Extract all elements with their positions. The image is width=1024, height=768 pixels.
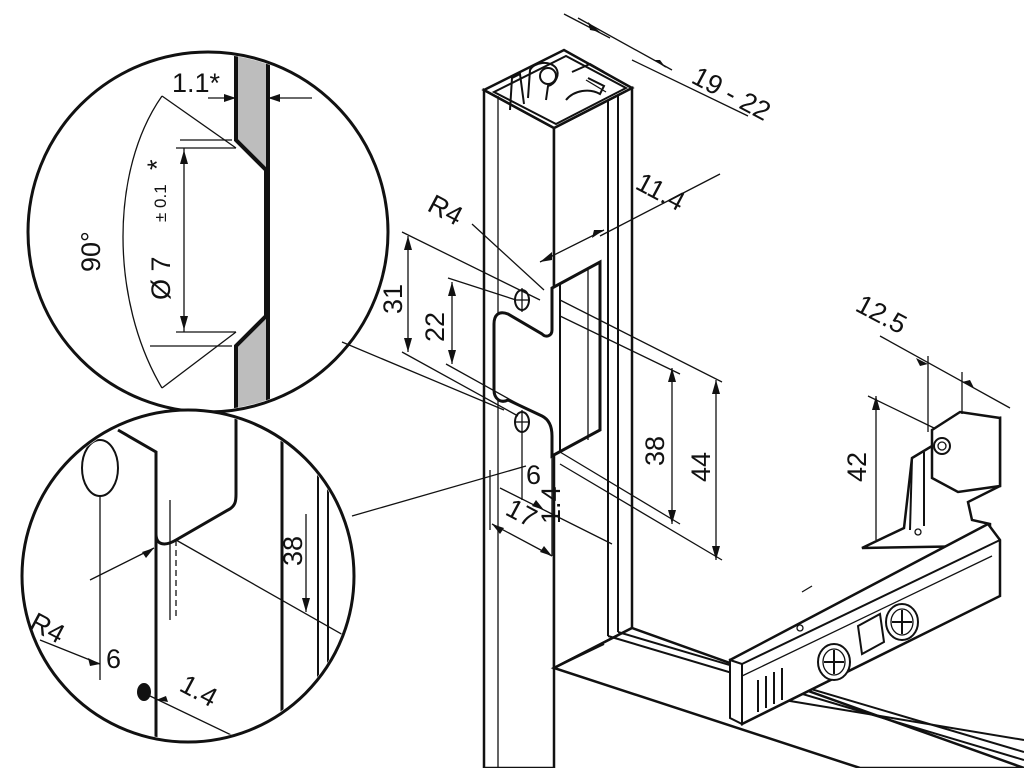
screw-icon: [817, 643, 851, 681]
dim-1-4: 1.4: [536, 486, 566, 524]
detail-38: 38: [278, 536, 308, 566]
hinge-body: [728, 410, 1002, 726]
detail-diameter: Ø 7: [146, 256, 176, 300]
main-dimension-lines: [401, 13, 749, 561]
hinge-dimension-lines: [867, 335, 1011, 540]
dim-r4-main: R4: [423, 189, 468, 232]
dim-22: 22: [420, 312, 450, 342]
detail-circle-bottom: [20, 408, 356, 744]
dim-6: 6: [526, 460, 541, 490]
detail-leader-bottom: [351, 465, 527, 517]
detail-tolerance: ± 0.1: [151, 184, 170, 222]
dim-12-5: 12.5: [851, 289, 911, 340]
dim-38: 38: [640, 436, 670, 466]
detail-1-1: 1.1*: [172, 68, 221, 98]
detail-star: *: [142, 159, 172, 170]
detail-6: 6: [106, 644, 121, 674]
dim-31: 31: [378, 284, 408, 314]
dim-11-4: 11.4: [631, 167, 690, 217]
screw-icon: [885, 603, 919, 641]
detail-circle-top: [26, 50, 390, 414]
detail-90-degrees: 90°: [76, 231, 106, 272]
dim-19-22: 19 - 22: [687, 61, 775, 127]
dim-44: 44: [686, 452, 716, 482]
detail-leader-top: [341, 341, 505, 411]
dim-42: 42: [842, 452, 872, 482]
